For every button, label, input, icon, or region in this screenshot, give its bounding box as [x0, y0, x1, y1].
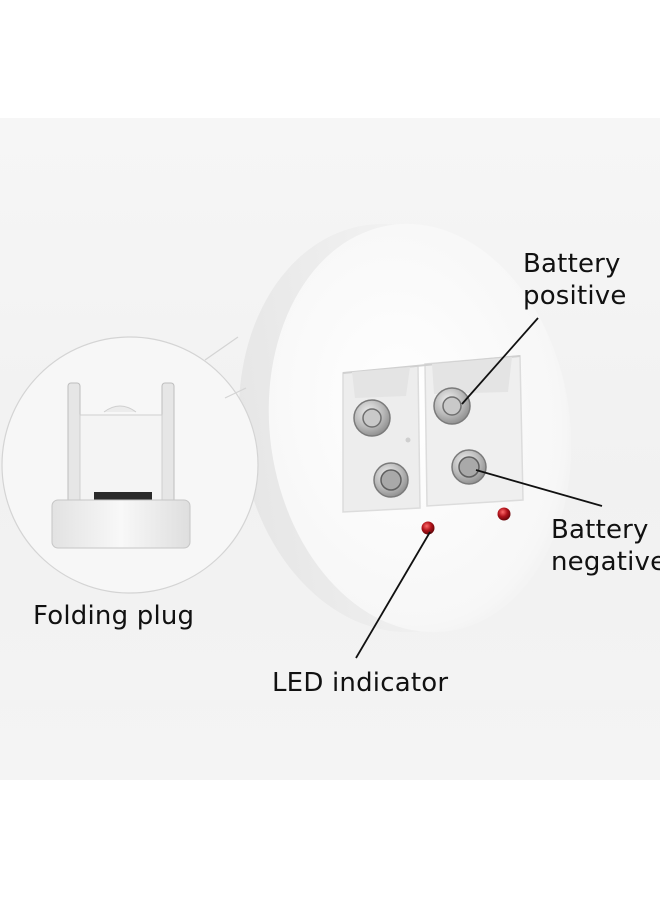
battery-negative-pointer — [475, 469, 603, 507]
battery-negative-line-2: negative — [551, 547, 660, 577]
callout-lines — [355, 317, 603, 659]
battery-terminal-icon — [353, 387, 487, 498]
battery-positive-pointer — [461, 317, 539, 405]
battery-positive-line-1: Battery — [523, 249, 621, 279]
battery-positive-label: Battery positive — [523, 248, 627, 312]
folding-plug-label: Folding plug — [33, 601, 195, 631]
led-icon — [421, 507, 511, 535]
led-indicator-label: LED indicator — [272, 668, 449, 698]
battery-socket — [342, 355, 524, 513]
led-indicator-pointer — [355, 531, 431, 659]
battery-positive-line-2: positive — [523, 281, 627, 311]
battery-negative-line-1: Battery — [551, 515, 649, 545]
battery-negative-label: Battery negative — [551, 514, 660, 578]
folding-plug-icon — [1, 336, 259, 594]
